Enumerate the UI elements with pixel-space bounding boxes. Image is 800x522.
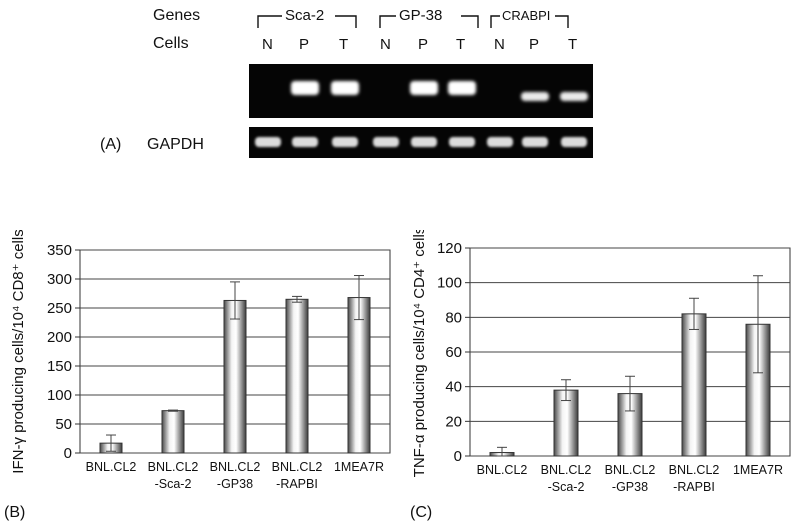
x-tick-label: -Sca-2: [155, 477, 192, 491]
panel-a-label: (A): [100, 136, 122, 153]
cell-label: T: [339, 36, 349, 53]
y-tick-label: 100: [47, 387, 72, 404]
target-band: [291, 81, 319, 95]
y-tick-label: 80: [445, 309, 462, 326]
control-band: [373, 137, 399, 147]
y-tick-label: 150: [47, 358, 72, 375]
panel-label: (C): [410, 504, 432, 521]
bar: [161, 410, 185, 454]
control-band: [561, 137, 587, 147]
gene-brackets: [257, 15, 569, 28]
control-band: [449, 137, 475, 147]
genes-label: Genes: [153, 7, 201, 24]
bar: [681, 313, 707, 457]
gapdh-label: GAPDH: [147, 136, 204, 153]
y-tick-label: 0: [64, 445, 72, 462]
y-axis-title: IFN-γ producing cells/10⁴ CD8⁺ cells: [10, 230, 27, 474]
y-tick-label: 120: [437, 240, 462, 257]
control-band: [487, 137, 513, 147]
cell-label: T: [568, 36, 578, 53]
y-tick-label: 0: [454, 448, 462, 465]
y-tick-label: 20: [445, 413, 462, 430]
bar: [223, 299, 247, 454]
target-band: [560, 92, 588, 101]
control-band: [292, 137, 318, 147]
x-tick-label: BNL.CL2: [86, 460, 137, 474]
panel-label: (B): [4, 504, 25, 521]
x-tick-label: BNL.CL2: [272, 460, 323, 474]
y-tick-label: 300: [47, 271, 72, 288]
x-tick-label: -Sca-2: [548, 480, 585, 494]
target-band: [331, 81, 359, 95]
gene-label-gp38: GP-38: [399, 7, 443, 24]
x-tick-label: -RAPBI: [673, 480, 715, 494]
cell-label: P: [299, 36, 310, 53]
y-tick-label: 250: [47, 300, 72, 317]
x-tick-label: BNL.CL2: [477, 463, 528, 477]
x-tick-label: BNL.CL2: [669, 463, 720, 477]
target-band: [521, 92, 549, 101]
bar: [347, 297, 371, 454]
x-tick-label: BNL.CL2: [541, 463, 592, 477]
cell-label: N: [380, 36, 391, 53]
cell-label: N: [494, 36, 505, 53]
x-tick-label: -GP38: [217, 477, 253, 491]
cell-label: T: [456, 36, 466, 53]
x-tick-label: -GP38: [612, 480, 648, 494]
control-band: [332, 137, 358, 147]
bar: [553, 389, 579, 457]
x-tick-label: 1MEA7R: [733, 463, 783, 477]
control-band: [411, 137, 437, 147]
y-tick-label: 60: [445, 344, 462, 361]
cell-label: P: [529, 36, 540, 53]
y-axis-title: TNF-α producing cells/10⁴ CD4⁺ cells: [411, 230, 428, 477]
y-tick-label: 200: [47, 329, 72, 346]
cell-label: P: [418, 36, 429, 53]
x-tick-label: 1MEA7R: [334, 460, 384, 474]
y-tick-label: 100: [437, 275, 462, 292]
gene-label-crabpi: CRABPI: [502, 8, 551, 23]
gene-label-sca2: Sca-2: [285, 7, 325, 24]
x-tick-label: -RAPBI: [276, 477, 318, 491]
bar: [285, 298, 309, 454]
x-tick-label: BNL.CL2: [148, 460, 199, 474]
control-band: [522, 137, 548, 147]
target-band: [410, 81, 438, 95]
y-tick-label: 350: [47, 242, 72, 259]
target-band: [448, 81, 476, 95]
x-tick-label: BNL.CL2: [605, 463, 656, 477]
cell-label: N: [262, 36, 273, 53]
control-band: [255, 137, 281, 147]
gel-image: [249, 64, 593, 158]
cells-label: Cells: [153, 35, 189, 52]
x-tick-label: BNL.CL2: [210, 460, 261, 474]
y-tick-label: 50: [55, 416, 72, 433]
y-tick-label: 40: [445, 379, 462, 396]
